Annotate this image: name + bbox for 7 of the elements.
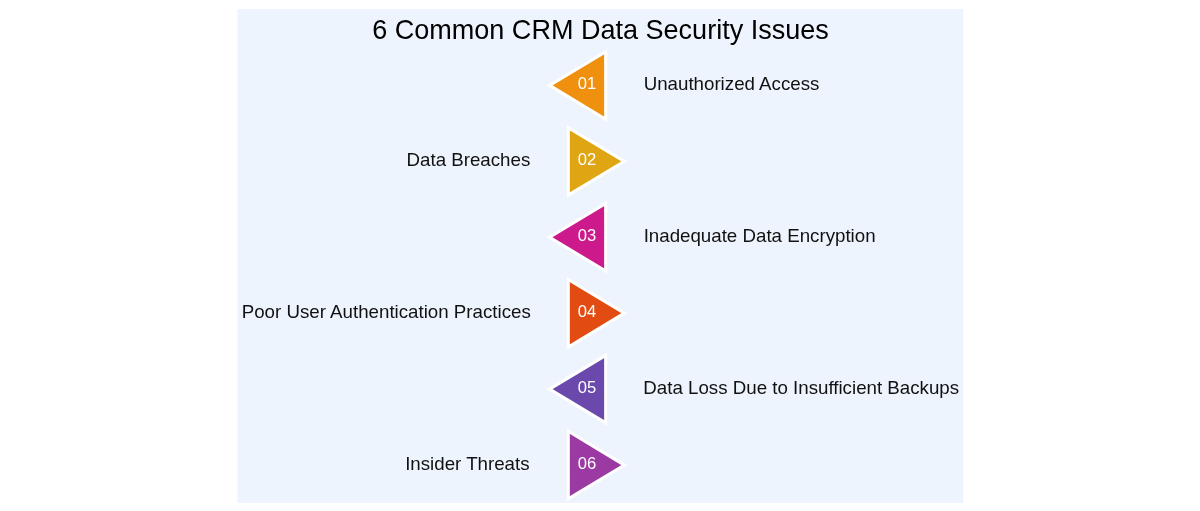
node-label: Data Loss Due to Insufficient Backups	[642, 376, 959, 398]
node-label: Data Breaches	[406, 148, 530, 170]
node-label: Unauthorized Access	[643, 72, 819, 94]
node-label: Insider Threats	[404, 452, 530, 474]
diagram-title: 6 Common CRM Data Security Issues	[371, 14, 829, 45]
node-label: Inadequate Data Encryption	[643, 224, 876, 246]
node-label: Poor User Authentication Practices	[241, 300, 531, 322]
